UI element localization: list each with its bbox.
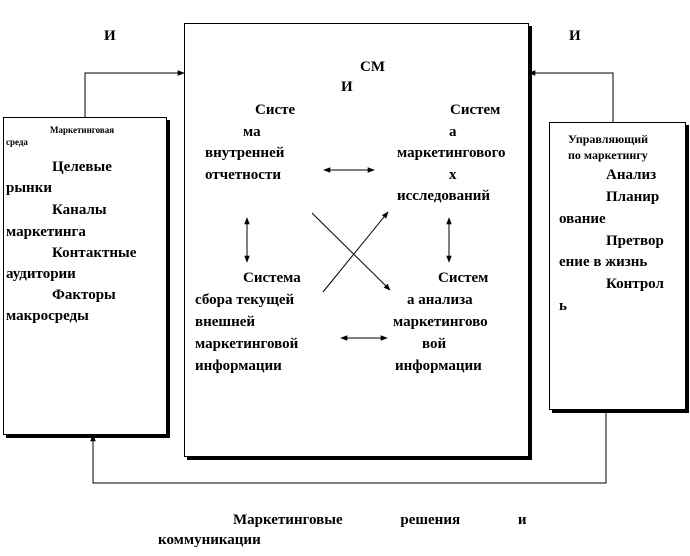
marketing-manager-box: Управляющий по маркетингу Анализ Планир … bbox=[549, 122, 686, 410]
contact-audiences-line2: аудитории bbox=[6, 266, 76, 282]
left-box-title-line1: Маркетинговая bbox=[50, 125, 115, 135]
analysis-item: Анализ bbox=[606, 167, 657, 183]
analysis-line5: информации bbox=[395, 358, 482, 374]
arrow-collection-research bbox=[322, 211, 389, 293]
bottom-caption-line1: Маркетинговые решения и bbox=[233, 512, 527, 528]
internal-reports-line2: ма bbox=[243, 124, 261, 140]
analysis-line1: Систем bbox=[438, 270, 489, 286]
planning-item-line1: Планир bbox=[606, 189, 660, 205]
center-title-line2: И bbox=[341, 79, 353, 95]
marketing-environment-box: Маркетинговая среда Целевые рынки Каналы… bbox=[3, 117, 167, 435]
research-line2: а bbox=[449, 124, 457, 140]
analysis-line4: вой bbox=[422, 336, 447, 352]
right-box-title-line2: по маркетингу bbox=[568, 148, 648, 162]
contact-audiences-line1: Контактные bbox=[52, 245, 137, 261]
collection-line1: Система bbox=[243, 270, 301, 286]
research-line3: маркетингового bbox=[397, 145, 506, 161]
target-markets-line1: Целевые bbox=[52, 159, 112, 175]
research-line1: Систем bbox=[450, 102, 501, 118]
analysis-line3: маркетингово bbox=[393, 314, 488, 330]
collection-line3: внешней bbox=[195, 314, 256, 330]
right-box-title-line1: Управляющий bbox=[568, 132, 649, 146]
marketing-information-system-box: СМ И Систе ма внутренней отчетности Сист… bbox=[184, 23, 529, 457]
control-item-line2: ь bbox=[559, 298, 567, 314]
implementation-item-line2: ение в жизнь bbox=[559, 254, 648, 270]
research-line5: исследований bbox=[397, 188, 491, 204]
research-line4: х bbox=[449, 167, 457, 183]
internal-reports-line3: внутренней bbox=[205, 145, 285, 161]
analysis-line2: а анализа bbox=[407, 292, 473, 308]
control-item-line1: Контрол bbox=[606, 276, 664, 292]
arrow-env-to-center bbox=[84, 70, 185, 117]
marketing-channels-line2: маркетинга bbox=[6, 224, 86, 240]
internal-reports-line4: отчетности bbox=[205, 167, 281, 183]
macro-factors-line2: макросреды bbox=[6, 308, 89, 324]
planning-item-line2: ование bbox=[559, 211, 606, 227]
bottom-caption-line2: коммуникации bbox=[158, 532, 261, 548]
arrow-manager-to-center bbox=[528, 70, 614, 122]
implementation-item-line1: Претвор bbox=[606, 233, 664, 249]
collection-line4: маркетинговой bbox=[195, 336, 299, 352]
corner-letter-right: И bbox=[569, 28, 581, 44]
corner-letter-left: И bbox=[104, 28, 116, 44]
target-markets-line2: рынки bbox=[6, 180, 52, 196]
arrow-decisions-loop bbox=[90, 410, 607, 484]
internal-reports-line1: Систе bbox=[255, 102, 296, 118]
left-box-title-line2: среда bbox=[6, 137, 28, 147]
center-title-line1: СМ bbox=[360, 59, 385, 75]
collection-line2: сбора текущей bbox=[195, 292, 295, 308]
collection-line5: информации bbox=[195, 358, 282, 374]
macro-factors-line1: Факторы bbox=[52, 287, 116, 303]
marketing-channels-line1: Каналы bbox=[52, 202, 107, 218]
arrow-internal-analysis bbox=[311, 212, 391, 291]
